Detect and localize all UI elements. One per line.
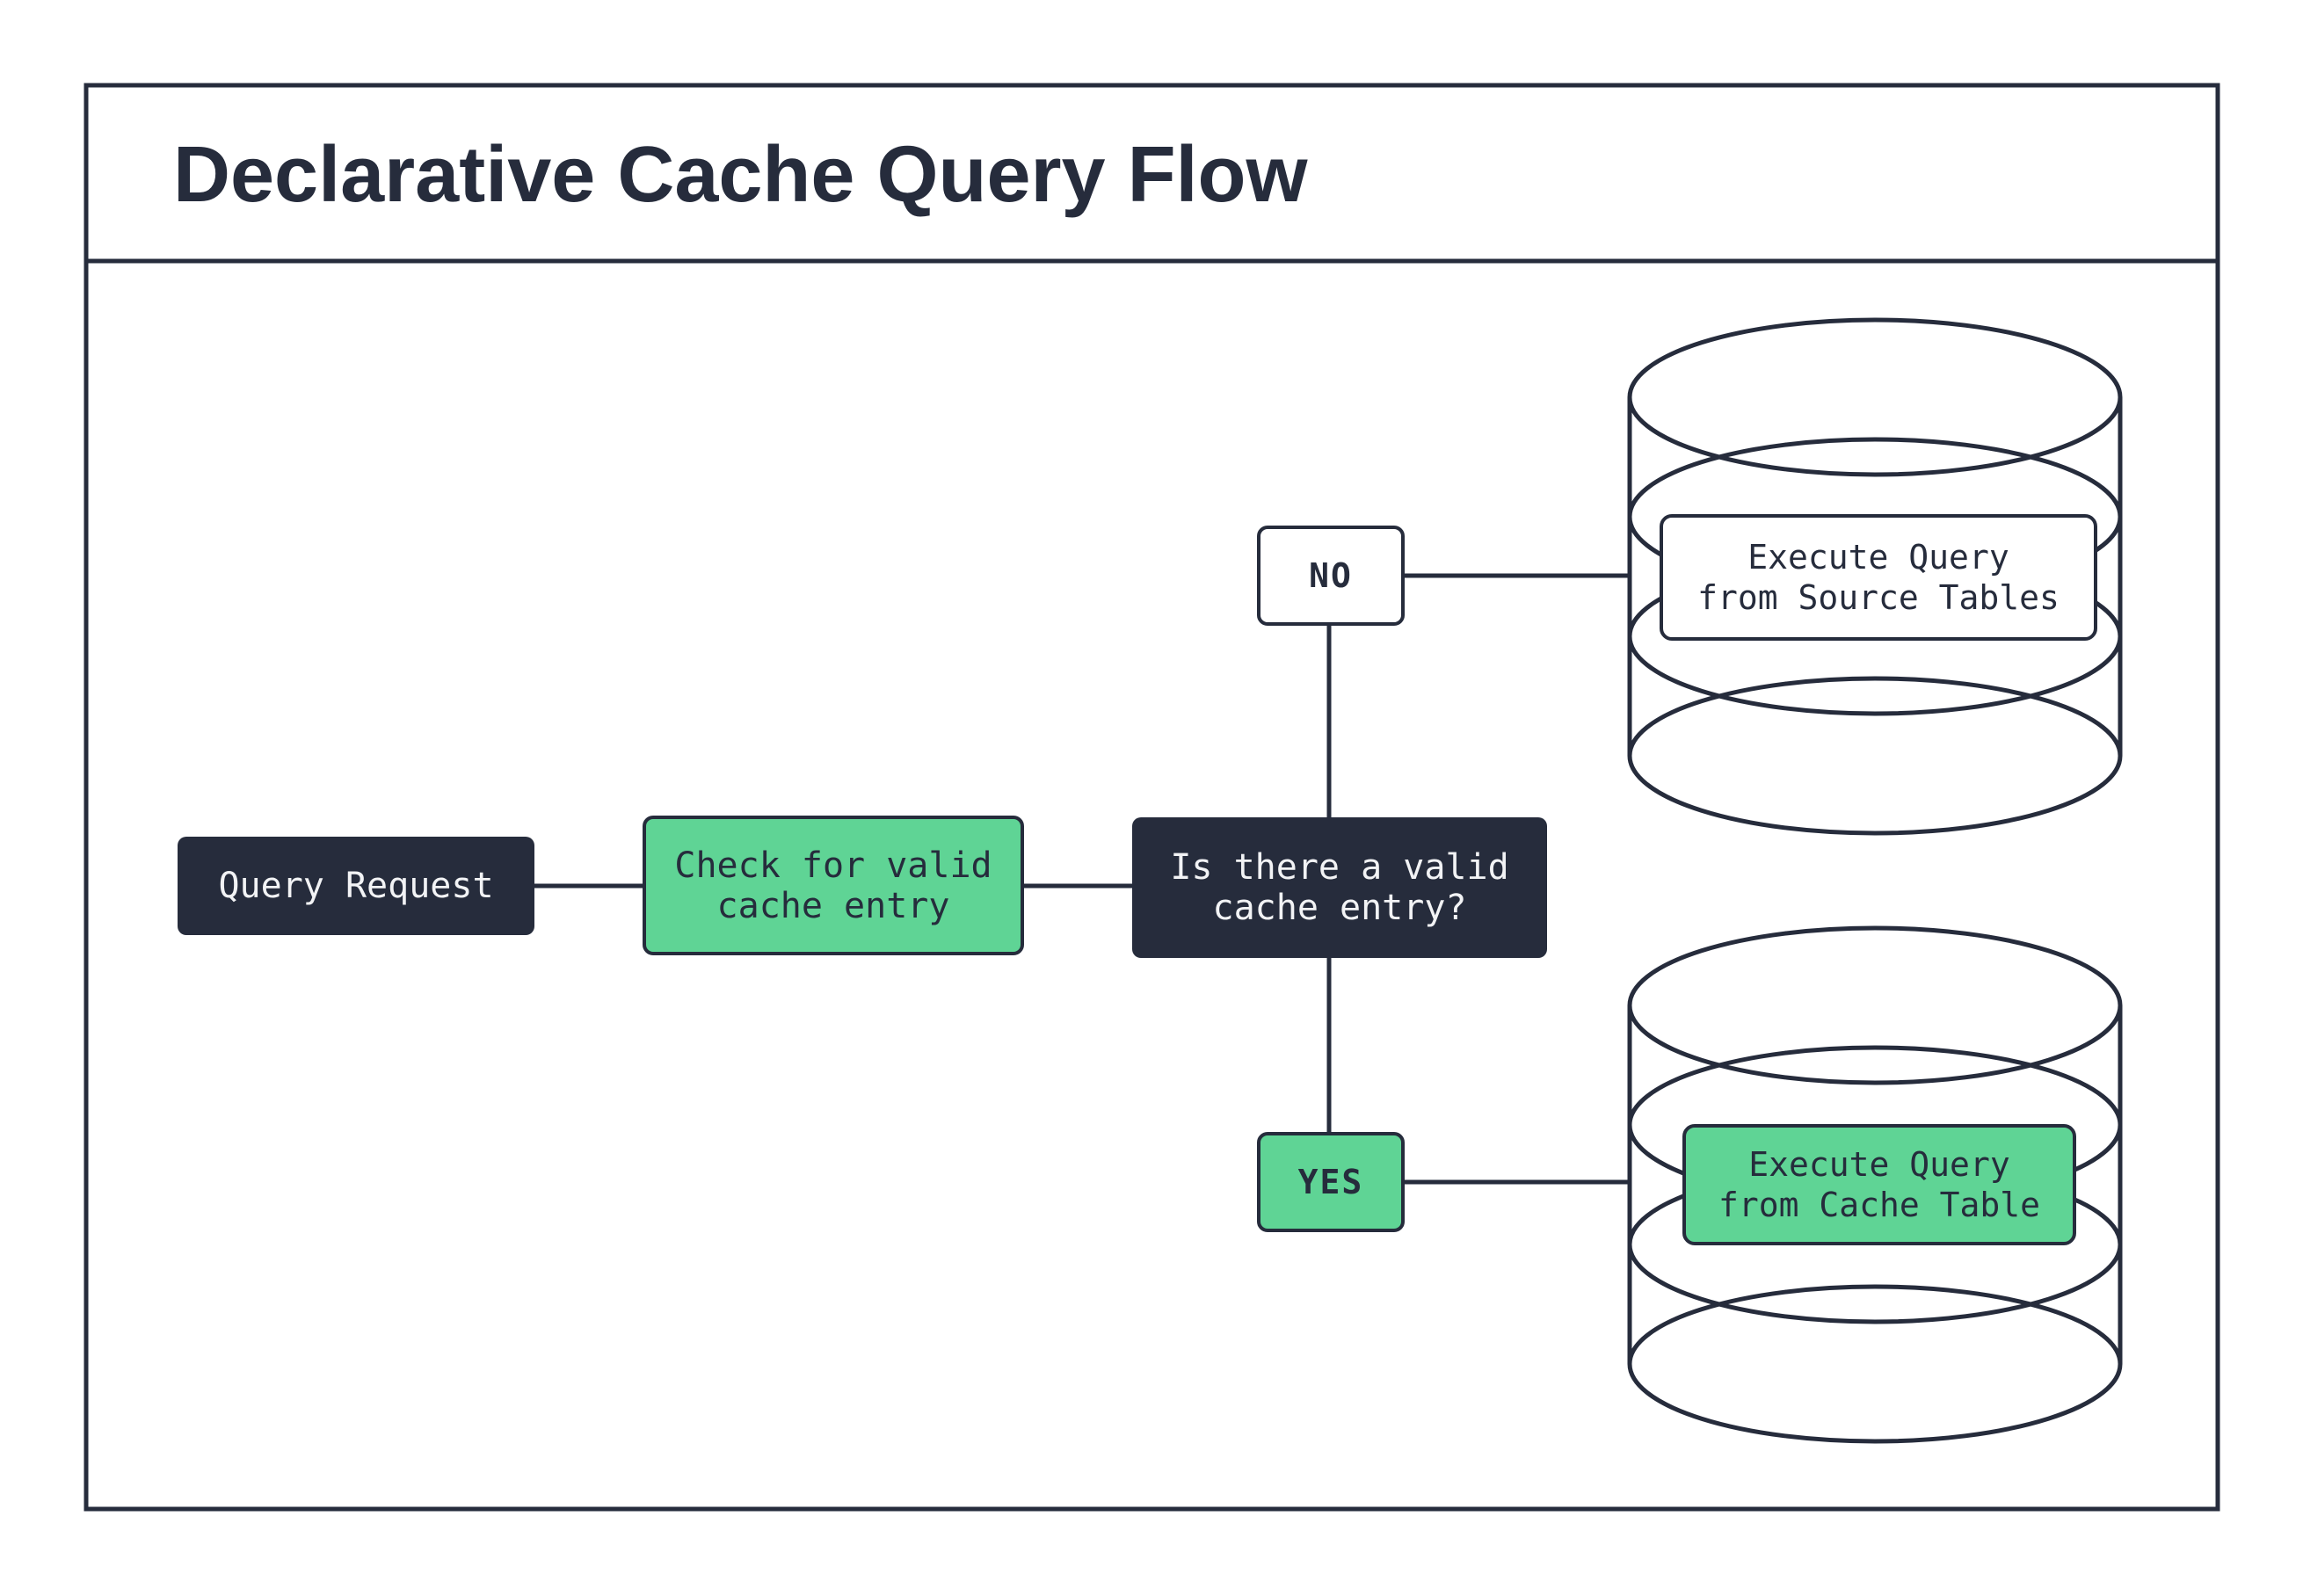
cache-db-cylinder: Execute Query from Cache Table bbox=[1627, 925, 2123, 1444]
source-db-cylinder: Execute Query from Source Tables bbox=[1627, 317, 2123, 836]
decision-node: Is there a valid cache entry? bbox=[1132, 817, 1547, 958]
no-branch-label: NO bbox=[1309, 556, 1353, 595]
check-cache-label-line2: cache entry bbox=[717, 886, 950, 926]
cylinder-disk bbox=[1627, 1284, 2123, 1444]
check-cache-box bbox=[643, 816, 1024, 955]
source-db-label-box bbox=[1660, 514, 2097, 641]
check-cache-node: Check for valid cache entry bbox=[643, 816, 1024, 955]
yes-branch-node: YES bbox=[1257, 1132, 1405, 1232]
cylinder-disk bbox=[1627, 676, 2123, 836]
yes-branch-label: YES bbox=[1298, 1163, 1364, 1201]
decision-label-line2: cache entry? bbox=[1213, 888, 1467, 928]
query-request-label: Query Request bbox=[218, 866, 493, 906]
no-branch-box bbox=[1257, 526, 1405, 626]
query-request-node: Query Request bbox=[178, 837, 534, 935]
cache-db-label-box bbox=[1682, 1124, 2076, 1245]
yes-branch-box bbox=[1257, 1132, 1405, 1232]
decision-box bbox=[1132, 817, 1547, 958]
source-db-label-line2: from Source Tables bbox=[1697, 578, 2060, 617]
diagram-frame bbox=[84, 83, 2220, 1512]
query-request-box bbox=[178, 837, 534, 935]
no-branch-node: NO bbox=[1257, 526, 1405, 626]
cache-db-label-line2: from Cache Table bbox=[1718, 1186, 2040, 1224]
cache-db-label-line1: Execute Query bbox=[1748, 1145, 2009, 1184]
connectors bbox=[534, 573, 1630, 1185]
page-title: Declarative Cache Query Flow bbox=[173, 131, 1309, 219]
decision-label-line1: Is there a valid bbox=[1170, 847, 1508, 888]
cylinder-top-ellipse bbox=[1627, 317, 2123, 477]
cylinder-top-ellipse bbox=[1627, 925, 2123, 1085]
check-cache-label-line1: Check for valid bbox=[674, 845, 992, 886]
source-db-label-line1: Execute Query bbox=[1747, 538, 2009, 577]
